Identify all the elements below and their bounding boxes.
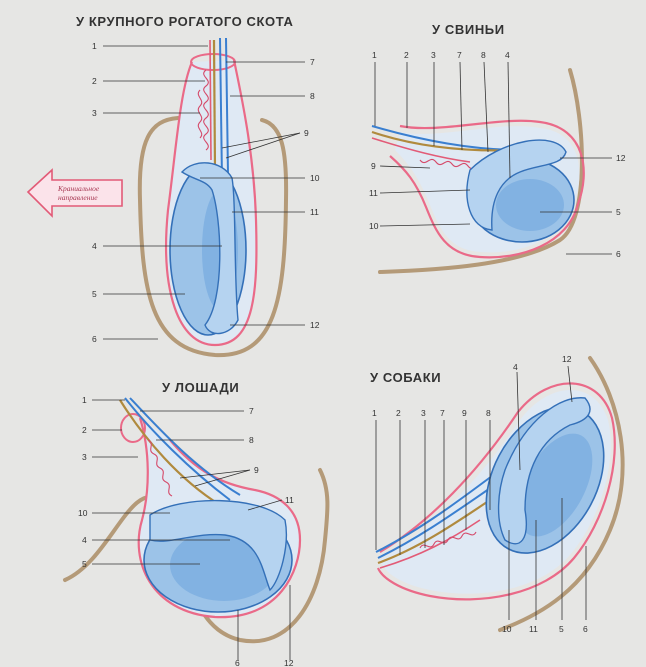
panel-horse: У ЛОШАДИ 1 2 3 10 4 5 7 8 9 11 6 12 — [63, 380, 330, 667]
label-dog-3: 3 — [421, 408, 426, 418]
label-dog-9: 9 — [462, 408, 467, 418]
label-horse-2: 2 — [82, 425, 87, 435]
label-pig-1: 1 — [372, 50, 377, 60]
label-pig-11: 11 — [369, 188, 378, 198]
testicular-artery — [209, 39, 212, 161]
label-cattle-12: 12 — [310, 320, 320, 330]
cremaster-muscle — [212, 39, 217, 171]
label-horse-4: 4 — [82, 535, 87, 545]
label-cattle-8: 8 — [310, 91, 315, 101]
arrow-label-1: Краниальное — [57, 184, 100, 193]
label-pig-12: 12 — [616, 153, 626, 163]
label-horse-12: 12 — [284, 658, 294, 667]
scrotum-skin-dog — [498, 356, 625, 632]
epididymis-dog — [497, 397, 591, 545]
label-cattle-4: 4 — [92, 241, 97, 251]
epididymis-pig — [466, 139, 567, 231]
label-pig-3: 3 — [431, 50, 436, 60]
scrotum-skin-pig — [378, 68, 584, 274]
label-dog-10: 10 — [502, 624, 512, 634]
label-dog-5: 5 — [559, 624, 564, 634]
label-horse-1: 1 — [82, 395, 87, 405]
label-dog-6: 6 — [583, 624, 588, 634]
vaginal-tunic-dog — [376, 382, 616, 601]
scrotum-skin — [137, 116, 289, 358]
epididymis-horse — [149, 499, 287, 592]
pampiniform-plexus — [203, 69, 209, 151]
panel-dog: У СОБАКИ 1 2 3 7 9 8 4 12 10 11 5 6 — [370, 354, 625, 634]
label-pig-4: 4 — [505, 50, 510, 60]
label-dog-2: 2 — [396, 408, 401, 418]
panel-cattle: У КРУПНОГО РОГАТОГО СКОТА Краниальное на… — [26, 14, 320, 358]
label-horse-7: 7 — [249, 406, 254, 416]
label-cattle-11: 11 — [310, 207, 319, 217]
scrotum-skin-horse — [63, 468, 330, 644]
label-pig-8: 8 — [481, 50, 486, 60]
ductus-deferens — [219, 37, 223, 181]
label-cattle-5: 5 — [92, 289, 97, 299]
label-cattle-3: 3 — [92, 108, 97, 118]
label-cattle-1: 1 — [92, 41, 97, 51]
vaginal-tunic — [165, 59, 258, 347]
arrow-label-2: направление — [58, 193, 98, 202]
label-pig-9: 9 — [371, 161, 376, 171]
label-pig-5: 5 — [616, 207, 621, 217]
vaginal-tunic-pig — [389, 119, 585, 259]
label-horse-10: 10 — [78, 508, 88, 518]
label-pig-2: 2 — [404, 50, 409, 60]
label-cattle-7: 7 — [310, 57, 315, 67]
label-pig-10: 10 — [369, 221, 379, 231]
label-pig-6: 6 — [616, 249, 621, 259]
label-horse-9: 9 — [254, 465, 259, 475]
panel-title-horse: У ЛОШАДИ — [162, 380, 239, 395]
label-dog-1: 1 — [372, 408, 377, 418]
label-horse-5: 5 — [82, 559, 87, 569]
label-cattle-2: 2 — [92, 76, 97, 86]
label-dog-8: 8 — [486, 408, 491, 418]
label-dog-11: 11 — [529, 624, 538, 634]
label-cattle-10: 10 — [310, 173, 320, 183]
panel-pig: У СВИНЬИ 1 2 3 7 8 4 9 11 10 12 5 6 — [369, 22, 626, 274]
cranial-direction-arrow: Краниальное направление — [26, 168, 123, 218]
panel-title-pig: У СВИНЬИ — [432, 22, 505, 37]
label-dog-7: 7 — [440, 408, 445, 418]
panel-title-dog: У СОБАКИ — [370, 370, 441, 385]
label-horse-3: 3 — [82, 452, 87, 462]
label-dog-12: 12 — [562, 354, 572, 364]
pampiniform-plexus-horse — [147, 439, 173, 497]
panel-title-cattle: У КРУПНОГО РОГАТОГО СКОТА — [76, 14, 293, 29]
label-horse-6: 6 — [235, 658, 240, 667]
label-cattle-9: 9 — [304, 128, 309, 138]
label-pig-7: 7 — [457, 50, 462, 60]
pampiniform-plexus-dog — [419, 531, 477, 549]
label-horse-8: 8 — [249, 435, 254, 445]
epididymis — [180, 162, 239, 335]
label-dog-4: 4 — [513, 362, 518, 372]
label-cattle-6: 6 — [92, 334, 97, 344]
cord-vessel — [225, 37, 229, 176]
label-horse-11: 11 — [285, 495, 294, 505]
